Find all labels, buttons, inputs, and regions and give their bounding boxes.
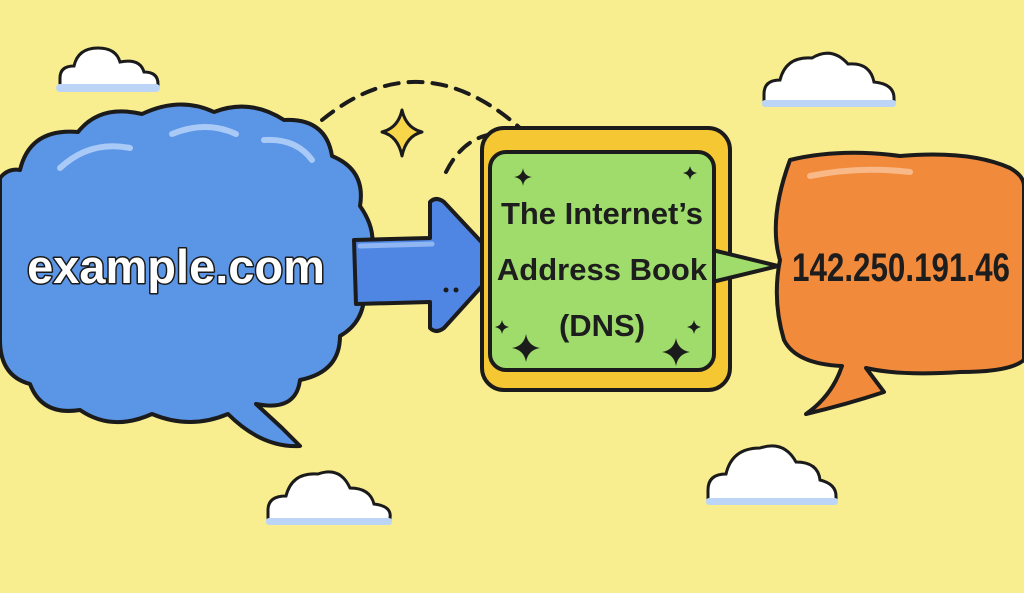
sparkle-icon: [495, 320, 509, 334]
ip-bubble: [773, 150, 1024, 416]
sparkle-icon: [514, 168, 532, 186]
arrow-right-icon: [352, 197, 504, 333]
sparkle-icon: [687, 320, 701, 334]
dns-address-book-box: [480, 126, 780, 392]
cloud-icon: [706, 444, 838, 505]
domain-label: example.com: [27, 240, 325, 293]
dns-box-line1: The Internet’s: [501, 196, 703, 231]
sparkle-icon: [512, 334, 540, 362]
sparkle-icon: [662, 338, 690, 366]
sparkle-icon: [683, 166, 697, 180]
cloud-icon: [266, 470, 392, 525]
cloud-icon: [762, 51, 896, 107]
dns-box-line2: Address Book: [497, 252, 708, 287]
ip-address-label: 142.250.191.46: [792, 246, 1010, 290]
cloud-icon: [56, 46, 160, 92]
domain-bubble: [0, 102, 375, 449]
dashed-arc: [320, 80, 522, 130]
sparkle-icon: [380, 108, 424, 158]
dns-box-line3: (DNS): [559, 308, 645, 343]
